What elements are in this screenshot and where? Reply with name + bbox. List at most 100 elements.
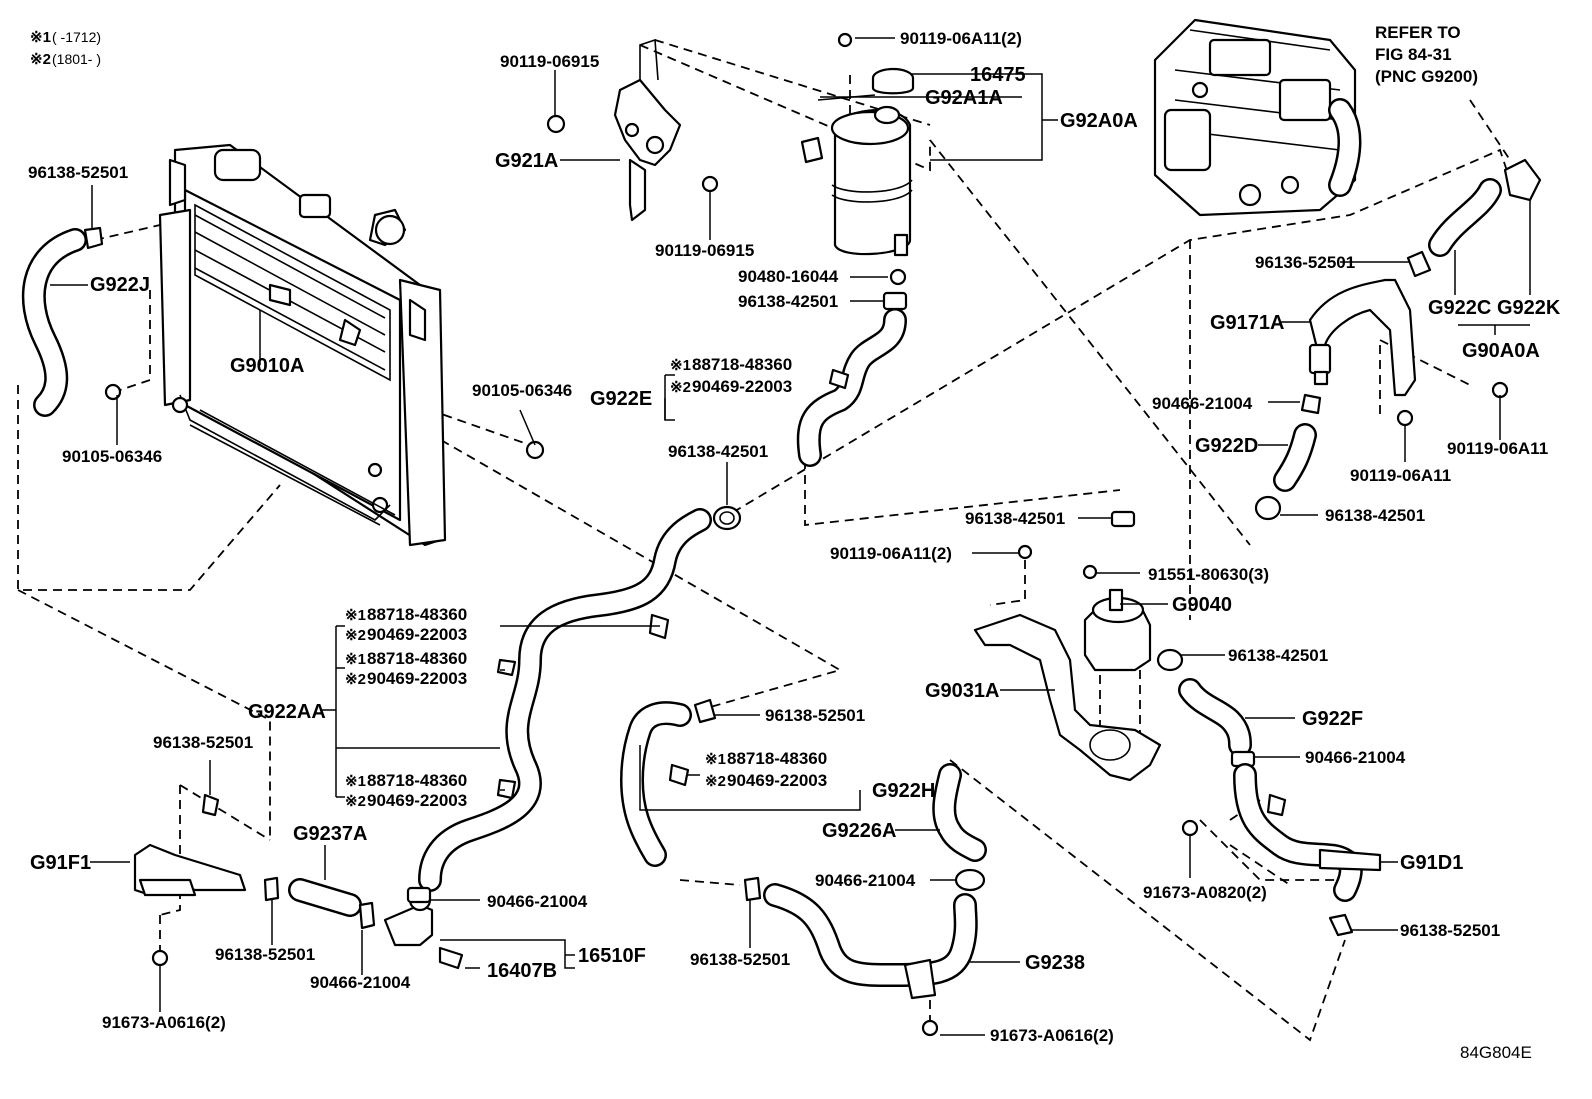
label-90469-22003: 90469-22003: [692, 377, 792, 396]
label-g922e: G922E: [590, 388, 652, 410]
pipe-g9238: [743, 876, 978, 1000]
label-g9031a: G9031A: [925, 680, 1000, 702]
label-91551-80630-3: 91551-80630(3): [1148, 565, 1269, 584]
refer-note: REFER TO FIG 84-31 (PNC G9200): [1375, 23, 1478, 86]
label-g922c: G922C: [1428, 297, 1491, 319]
label-g9237a: G9237A: [293, 823, 368, 845]
hose-g922h: [620, 698, 717, 867]
label-90466-21004: 90466-21004: [815, 871, 916, 890]
hose-g9237a: [263, 876, 376, 930]
label-96138-52501: 96138-52501: [28, 163, 128, 182]
clamp-center: [712, 505, 742, 531]
inverter-assembly: [1153, 18, 1362, 217]
label-16407b: 16407B: [487, 960, 557, 982]
label-g9010a: G9010A: [230, 355, 305, 377]
legend-range-1: ( -1712): [52, 29, 101, 45]
label-16510f: 16510F: [578, 945, 646, 967]
label-90119-06a11: 90119-06A11: [1350, 466, 1451, 485]
hose-g922e: [796, 308, 907, 467]
label-16475: 16475: [970, 64, 1026, 86]
label-90466-21004: 90466-21004: [1152, 394, 1253, 413]
mark-1: ※1: [705, 751, 726, 768]
mark-1: ※1: [345, 607, 366, 624]
label-g922d: G922D: [1195, 435, 1258, 457]
label-91673-a0820-2: 91673-A0820(2): [1143, 883, 1267, 902]
label-90119-06a11-2: 90119-06A11(2): [830, 544, 952, 563]
label-96138-42501: 96138-42501: [738, 292, 838, 311]
label-90469-22003: 90469-22003: [367, 625, 467, 644]
label-90469-22003: 90469-22003: [367, 791, 467, 810]
label-96138-52501: 96138-52501: [215, 945, 315, 964]
label-88718-48360: 88718-48360: [692, 355, 792, 374]
mark-2: ※2: [345, 793, 366, 810]
mark-1: ※1: [670, 357, 691, 374]
pipe-g91f1: [133, 793, 247, 897]
label-88718-48360: 88718-48360: [727, 749, 827, 768]
label-90119-06915: 90119-06915: [655, 241, 754, 260]
label-90480-16044: 90480-16044: [738, 267, 839, 286]
label-g9238: G9238: [1025, 952, 1085, 974]
label-90466-21004: 90466-21004: [310, 973, 411, 992]
label-96138-52501: 96138-52501: [153, 733, 253, 752]
pipe-g91d1: [1233, 763, 1382, 937]
label-g91f1: G91F1: [30, 852, 91, 874]
label-g922h: G922H: [872, 780, 935, 802]
bracket-g9031a: [973, 613, 1162, 782]
label-96138-42501: 96138-42501: [1325, 506, 1425, 525]
label-96138-52501: 96138-52501: [1400, 921, 1500, 940]
label-96138-52501: 96138-52501: [690, 950, 790, 969]
label-90119-06a11: 90119-06A11: [1447, 439, 1548, 458]
reservoir-tank: [800, 67, 915, 257]
legend-mark-1: ※1: [30, 29, 51, 46]
label-g90a0a: G90A0A: [1462, 340, 1540, 362]
label-88718-48360: 88718-48360: [367, 771, 467, 790]
label-96136-52501: 96136-52501: [1255, 253, 1355, 272]
label-90119-06915: 90119-06915: [500, 52, 599, 71]
label-g9040: G9040: [1172, 594, 1232, 616]
label-g921a: G921A: [495, 150, 558, 172]
hose-g922j: [21, 226, 104, 417]
mark-2: ※2: [705, 773, 726, 790]
label-88718-48360: 88718-48360: [367, 649, 467, 668]
hose-g9226a: [932, 763, 987, 892]
bracket-g9171a: [1308, 278, 1417, 397]
label-88718-48360: 88718-48360: [367, 605, 467, 624]
label-91673-a0616-2: 91673-A0616(2): [990, 1026, 1114, 1045]
label-g922j: G922J: [90, 274, 150, 296]
legend-range-2: (1801- ): [52, 51, 101, 67]
label-g922k: G922K: [1497, 297, 1561, 319]
label-g92a0a: G92A0A: [1060, 110, 1138, 132]
hose-g922d: [1254, 393, 1322, 521]
label-90466-21004: 90466-21004: [1305, 748, 1406, 767]
label-g922aa: G922AA: [248, 701, 326, 723]
figure-code: 84G804E: [1460, 1043, 1532, 1062]
legend: ※1 ( -1712) ※2 (1801- ): [30, 29, 101, 68]
refer-line-3: (PNC G9200): [1375, 67, 1478, 86]
label-90119-06a11-2: 90119-06A11(2): [900, 29, 1022, 48]
hose-g922aa: [418, 508, 712, 892]
label-g9171a: G9171A: [1210, 312, 1285, 334]
legend-mark-2: ※2: [30, 51, 51, 68]
radiator-assembly: [158, 143, 447, 547]
label-g922f: G922F: [1302, 708, 1363, 730]
label-g92a1a: G92A1A: [925, 87, 1003, 109]
label-90105-06346: 90105-06346: [472, 381, 572, 400]
label-90469-22003: 90469-22003: [727, 771, 827, 790]
refer-line-2: FIG 84-31: [1375, 45, 1452, 64]
label-g9226a: G9226A: [822, 820, 897, 842]
label-96138-42501: 96138-42501: [1228, 646, 1328, 665]
mark-1: ※1: [345, 773, 366, 790]
water-pump-g9040: [1083, 588, 1184, 672]
bracket-g921a: [613, 38, 682, 222]
hose-g922c: [1406, 158, 1542, 278]
label-96138-42501: 96138-42501: [965, 509, 1065, 528]
mark-1: ※1: [345, 651, 366, 668]
label-96138-52501: 96138-52501: [765, 706, 865, 725]
label-91673-a0616-2: 91673-A0616(2): [102, 1013, 226, 1032]
part-labels: 96138-52501 G922J G9010A 90105-06346 901…: [28, 29, 1561, 1062]
label-90469-22003: 90469-22003: [367, 669, 467, 688]
refer-line-1: REFER TO: [1375, 23, 1461, 42]
mark-2: ※2: [670, 379, 691, 396]
mark-2: ※2: [345, 627, 366, 644]
label-90105-06346: 90105-06346: [62, 447, 162, 466]
